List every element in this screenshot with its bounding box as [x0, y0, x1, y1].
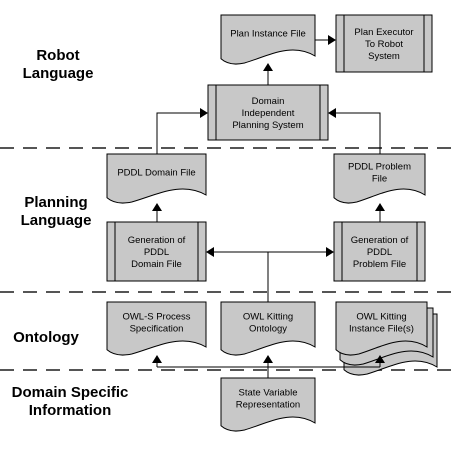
arrowhead [263, 63, 273, 71]
node-label: PDDL Domain File [117, 168, 195, 179]
layer-label-ontology: Ontology [13, 329, 79, 346]
node-label: Plan Instance File [230, 29, 306, 40]
process-box [333, 221, 426, 282]
arrowhead [200, 108, 208, 118]
arrowhead [152, 203, 162, 211]
arrowhead [326, 247, 334, 257]
arrowhead [328, 35, 336, 45]
document-shape [220, 14, 316, 65]
process-box [106, 221, 207, 282]
arrowhead [152, 355, 162, 363]
arrowhead [375, 355, 385, 363]
document-shape [106, 153, 207, 204]
arrowhead [263, 355, 273, 363]
process-box [335, 14, 433, 73]
arrowhead [375, 203, 385, 211]
node-pddl-domain-file: PDDL Domain File [106, 153, 207, 204]
arrowhead [328, 108, 336, 118]
document-shape [335, 301, 428, 356]
process-box [207, 84, 329, 141]
document-shape [106, 301, 207, 356]
arrowhead [206, 247, 214, 257]
document-shape [333, 153, 426, 204]
document-shape [220, 377, 316, 432]
document-shape [220, 301, 316, 356]
node-plan-instance-file: Plan Instance File [220, 14, 316, 65]
edge-domain-file-to-planner [156, 112, 205, 154]
edge-problem-file-to-planner [331, 112, 381, 154]
